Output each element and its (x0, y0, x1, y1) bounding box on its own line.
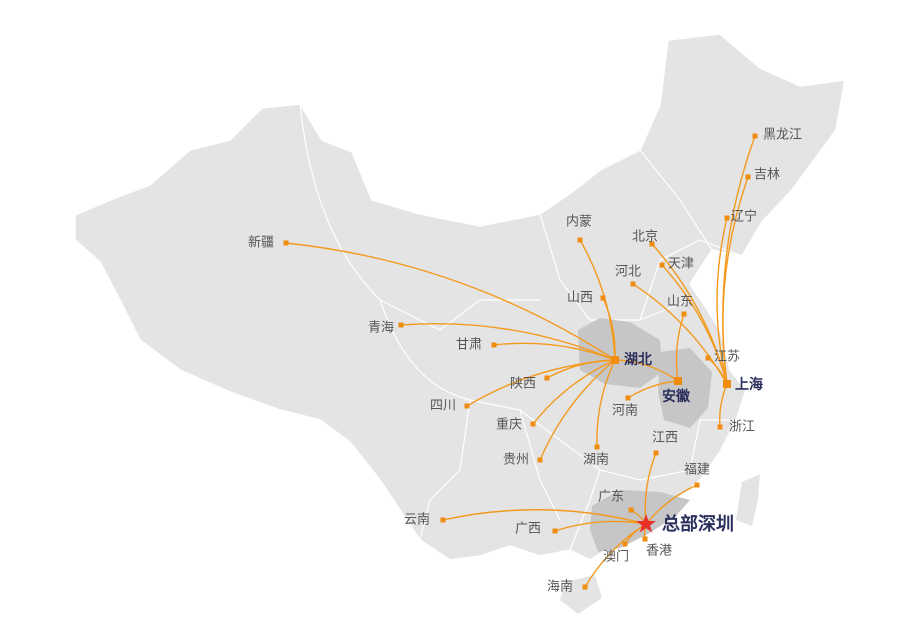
destination-dot (649, 241, 655, 247)
mainland-outline (74, 33, 846, 561)
route-line (661, 264, 728, 385)
destination-label: 河北 (615, 264, 642, 280)
destination-label: 天津 (668, 256, 695, 272)
destination-dot (491, 342, 497, 348)
destination-dot (600, 295, 606, 301)
hub-label-anhui: 安徽 (662, 389, 690, 405)
destination-label: 云南 (404, 512, 431, 528)
hainan-outline (560, 575, 602, 614)
destination-label: 四川 (430, 398, 457, 414)
destination-label: 新疆 (248, 235, 275, 251)
destination-dot (681, 311, 687, 317)
destination-dot (630, 281, 636, 287)
hub-label-hubei: 湖北 (624, 352, 652, 368)
route-line (539, 359, 616, 461)
destination-dot (752, 133, 758, 139)
destination-label: 江苏 (714, 349, 741, 365)
destination-dot (530, 421, 536, 427)
route-line (596, 359, 616, 448)
destination-dot (594, 444, 600, 450)
region-anhui (658, 348, 712, 428)
route-line (442, 509, 647, 525)
route-line (554, 520, 647, 532)
destination-dot (582, 584, 588, 590)
destination-label: 辽宁 (731, 209, 758, 225)
destination-dot (440, 517, 446, 523)
destination-dot (622, 541, 628, 547)
destination-label: 海南 (547, 579, 574, 595)
destination-dot (642, 536, 648, 542)
headquarters-star-icon (636, 514, 656, 533)
destination-dot (724, 215, 730, 221)
route-line (627, 380, 679, 399)
destination-dot (705, 355, 711, 361)
destination-dot (577, 237, 583, 243)
destination-label: 陕西 (510, 376, 537, 392)
route-line (493, 342, 616, 361)
destination-label: 内蒙 (566, 214, 593, 230)
destination-label: 贵州 (503, 452, 530, 468)
destination-label: 北京 (632, 229, 659, 245)
destination-label: 重庆 (496, 417, 523, 433)
destination-dot (694, 482, 700, 488)
destination-dot (537, 457, 543, 463)
destination-label: 澳门 (603, 549, 630, 565)
destination-label: 河南 (612, 403, 639, 419)
destination-dot (464, 403, 470, 409)
hub-dot-anhui (674, 377, 682, 385)
destination-dot (745, 174, 751, 180)
taiwan-outline (736, 474, 760, 526)
route-line (400, 323, 616, 361)
destination-dot (659, 262, 665, 268)
destination-dots (283, 133, 758, 590)
route-line (716, 217, 728, 385)
route-line (675, 313, 685, 382)
destination-label: 广东 (598, 489, 625, 505)
route-line (546, 359, 616, 379)
destination-label: 青海 (368, 320, 395, 336)
route-line (602, 297, 616, 361)
destination-label: 湖南 (583, 452, 610, 468)
route-line (584, 523, 647, 588)
hub-label-shenzhen-headquarters: 总部深圳 (662, 514, 734, 535)
route-line (532, 359, 616, 425)
destination-dot (653, 450, 659, 456)
destination-dot (625, 395, 631, 401)
destination-label: 山东 (667, 294, 694, 310)
route-hubei-anhui (614, 359, 679, 382)
destination-label: 浙江 (729, 419, 756, 435)
destination-label: 福建 (684, 462, 711, 478)
destination-label: 香港 (646, 543, 673, 559)
destination-label: 江西 (652, 430, 679, 446)
hub-markers (611, 356, 731, 533)
province-borders (299, 103, 743, 551)
hub-dot-shanghai (723, 380, 731, 388)
destination-label: 甘肃 (456, 337, 483, 353)
destination-dot (717, 424, 723, 430)
destination-dot (552, 528, 558, 534)
route-line (645, 484, 698, 525)
hub-label-shanghai: 上海 (735, 377, 763, 393)
hub-dot-hubei (611, 356, 619, 364)
destination-label: 山西 (567, 290, 594, 306)
destination-label: 黑龙江 (763, 127, 803, 143)
destination-label: 广西 (515, 521, 542, 537)
route-line (285, 242, 616, 361)
destination-label: 吉林 (754, 167, 781, 183)
destination-dot (283, 240, 289, 246)
destination-dot (544, 375, 550, 381)
destination-dot (398, 322, 404, 328)
route-line (722, 176, 749, 385)
region-hubei (578, 318, 662, 388)
destination-dot (628, 507, 634, 513)
